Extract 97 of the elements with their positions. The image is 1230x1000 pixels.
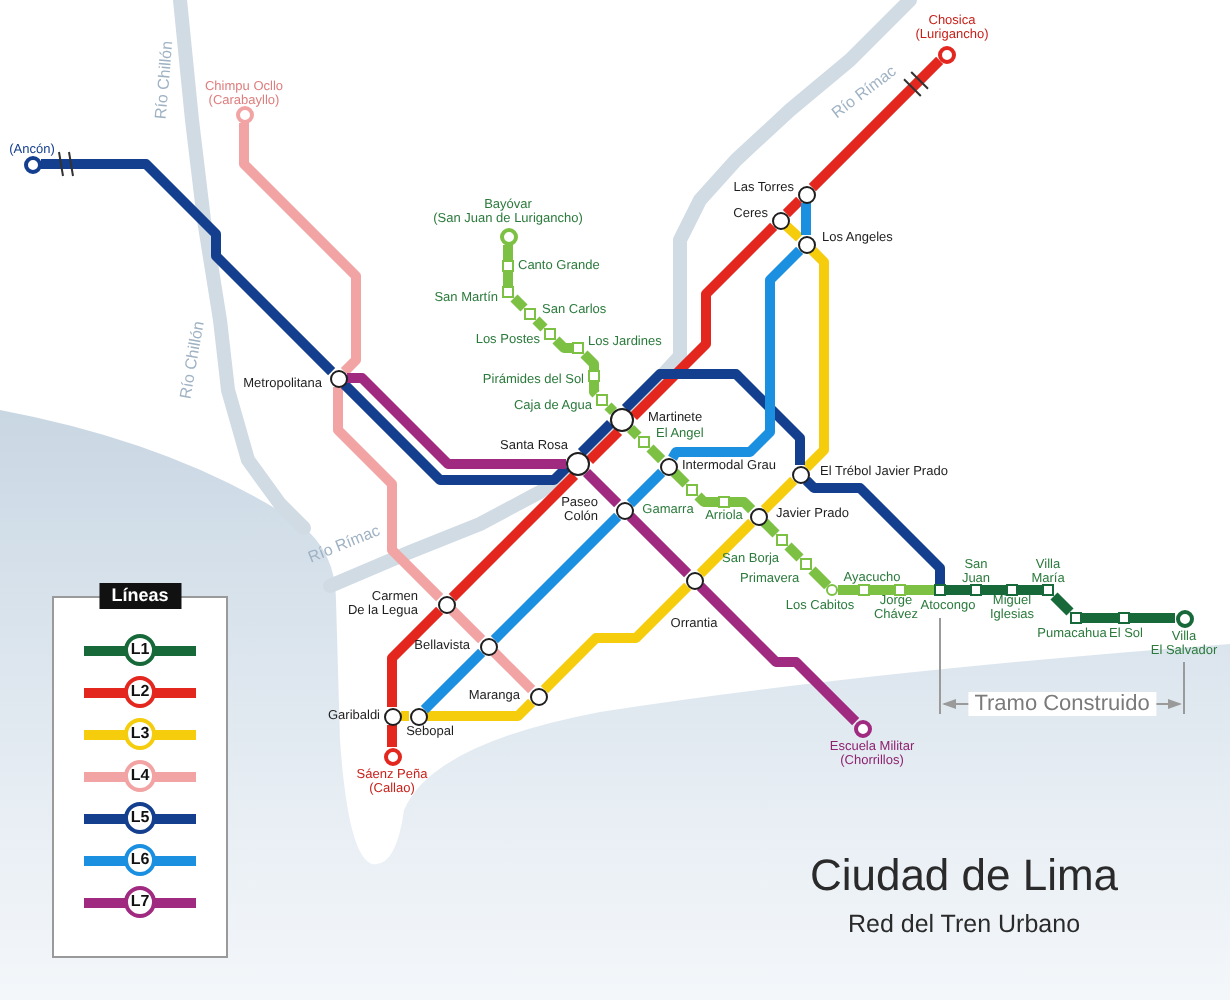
station-marker	[566, 452, 590, 476]
metro-line	[696, 582, 860, 726]
river-label: Río Chillón	[151, 40, 177, 120]
metro-line	[347, 373, 566, 469]
river-label: Río Rímac	[305, 521, 383, 567]
metro-line	[982, 585, 1006, 595]
metro-line	[694, 492, 718, 507]
metro-line	[604, 402, 618, 416]
metro-line	[41, 159, 336, 376]
metro-line	[448, 606, 486, 644]
metro-line	[1018, 585, 1042, 595]
metro-line	[730, 497, 756, 514]
legend-title: Líneas	[99, 583, 181, 609]
station-marker	[544, 328, 556, 340]
station-marker	[502, 260, 514, 272]
station-marker	[588, 370, 600, 382]
metro-line	[668, 246, 804, 461]
metro-line	[490, 648, 536, 694]
river-label: Río Chillón	[176, 319, 208, 401]
metro-line	[490, 512, 622, 644]
station-marker	[776, 534, 788, 546]
metro-line	[532, 316, 548, 332]
metro-line	[510, 294, 528, 312]
metro-line	[340, 380, 571, 485]
metro-line	[577, 419, 615, 457]
metro-line	[401, 711, 409, 721]
station-marker	[572, 342, 584, 354]
metro-line	[621, 369, 805, 465]
metro-line	[670, 468, 690, 488]
station-marker	[235, 105, 253, 123]
metro-line	[626, 424, 642, 440]
station-marker	[791, 465, 809, 483]
metro-line	[626, 468, 666, 508]
station-marker	[1006, 584, 1018, 596]
metro-line	[784, 542, 804, 562]
metro-line	[580, 350, 599, 370]
station-marker	[826, 584, 838, 596]
metro-line	[808, 566, 832, 590]
metro-line	[420, 648, 486, 714]
station-marker	[894, 584, 906, 596]
metro-line	[1082, 613, 1118, 623]
metro-line	[906, 585, 934, 595]
metro-line	[946, 585, 970, 595]
metro-line	[448, 471, 579, 602]
metro-line	[503, 245, 513, 260]
metro-line	[838, 585, 858, 595]
station-marker	[23, 155, 41, 173]
metro-line	[387, 725, 397, 747]
metro-line	[239, 123, 361, 376]
station-marker	[1070, 612, 1082, 624]
metro-line	[629, 222, 778, 421]
metro-line	[589, 382, 600, 398]
station-marker	[1175, 609, 1193, 627]
station-marker	[800, 558, 812, 570]
station-marker	[502, 286, 514, 298]
station-marker	[1042, 584, 1054, 596]
dimension-label: Tramo Construido	[968, 692, 1156, 716]
metro-line	[333, 387, 444, 602]
metro-line	[801, 203, 811, 235]
metro-line	[540, 582, 692, 694]
metro-line	[760, 518, 780, 538]
station-marker	[934, 584, 946, 596]
station-marker	[524, 308, 536, 320]
station-marker	[638, 436, 650, 448]
metro-line	[1050, 592, 1074, 616]
metro-line	[585, 427, 623, 465]
station-marker	[858, 584, 870, 596]
metro-line	[760, 476, 798, 514]
station-marker	[686, 484, 698, 496]
station-marker	[771, 211, 789, 229]
metro-line	[503, 272, 513, 286]
station-marker	[797, 185, 815, 203]
station-marker	[383, 707, 401, 725]
metro-line	[783, 222, 803, 242]
map-title: Ciudad de Lima	[809, 852, 1119, 900]
metro-line	[802, 246, 829, 472]
metro-line	[626, 512, 692, 578]
station-marker	[383, 747, 401, 765]
station-marker	[718, 496, 730, 508]
metro-line	[802, 476, 945, 584]
metro-line	[870, 585, 894, 595]
station-marker	[970, 584, 982, 596]
metro-line	[808, 56, 944, 192]
station-marker	[937, 45, 955, 63]
metro-line	[552, 336, 572, 353]
station-marker	[1118, 612, 1130, 624]
station-marker	[596, 394, 608, 406]
map-subtitle: Red del Tren Urbano	[847, 910, 1081, 938]
metro-line	[1130, 613, 1175, 623]
station-marker	[499, 227, 517, 245]
metro-line	[646, 444, 666, 464]
metro-line	[387, 606, 444, 707]
metro-line	[582, 468, 622, 508]
station-marker	[409, 707, 427, 725]
metro-line	[427, 698, 536, 721]
metro-line	[782, 196, 804, 218]
metro-line	[696, 518, 756, 578]
